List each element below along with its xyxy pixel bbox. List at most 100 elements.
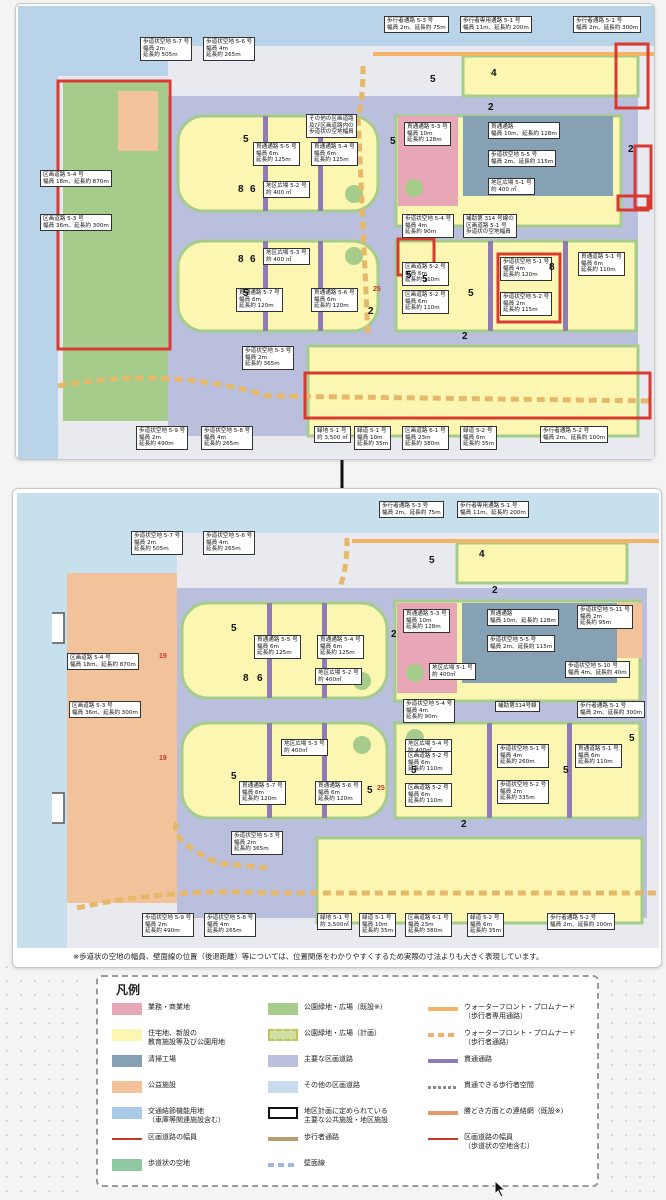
legend-swatch [268,1055,298,1067]
legend-label: 公益施設 [148,1081,176,1089]
map-label-b-walk-5-7: 歩道状空地 5-7 号 幅員 2m 延長約 505m [131,531,184,555]
legend-item: 区画道路の幅員 （歩道状の空地含む） [428,1133,534,1151]
legend-item: 貫通通路 [428,1055,492,1064]
map-label-road-5-3: 区画道路 5-3 号 幅員 36m、延長約 300m [40,214,112,232]
block-south [306,344,640,438]
legend-swatch [428,1086,458,1089]
highlight-box-east-2 [616,194,650,212]
plaza-circle-5-3 [353,736,371,754]
top-map-frame: 歩道状空地 5-7 号 幅員 2m 延長約 505m 歩道状空地 5-6 号 幅員… [15,3,655,460]
road-width-number: 5 [422,274,428,285]
legend-swatch [428,1033,458,1037]
map-label-b-walk-5-11: 歩道状空地 5-11 号 幅員 2m 延長約 95m [577,605,633,629]
map-label-b-ped-only-5-1: 歩行者専用通路 5-1 号 幅員 11m、延長約 200m [457,501,529,519]
road-width-number: 5 [629,733,635,744]
legend-swatch [112,1003,142,1015]
map-label-walk-5-3: 歩道状空地 5-3 号 幅員 2m 延長約 365m [242,346,295,370]
walkway-5 [488,241,493,331]
map-label-walk-5-2: 歩道状空地 5-2 号 幅員 2m 延長約 115m [500,292,553,316]
legend: 凡例 業務・商業地公園緑地・広場（既設※）ウォーターフロント・プロムナード （歩… [96,975,599,1187]
map-label-b-through-5-5: 貫通通路 5-5 号 幅員 6m 延長約 125m [254,635,301,659]
road-width-number: 5 [231,771,237,782]
road-width-number: 8 [238,254,244,265]
legend-label: 歩行者通路 [304,1133,339,1141]
legend-label: 区画道路の幅員 [148,1133,197,1141]
map-label-ped-5-1: 歩行者通路 5-1 号 幅員 2m、延長約 300m [573,16,642,34]
map-label-walk-5-9: 歩道状空地 5-9 号 幅員 2m 延長約 490m [136,426,189,450]
map-label-through-5-3: 貫通通路 5-3 号 幅員 10m 延長約 128m [404,122,451,146]
map-label-walk-5-4: 歩道状空地 5-4 号 幅員 4m 延長約 90m [402,214,455,238]
road-width-number: 2 [488,102,494,113]
legend-label: 貫通できる歩行者空間 [464,1081,534,1089]
legend-label: 歩道状の空地 [148,1159,190,1167]
legend-item: 公益施設 [112,1081,176,1093]
legend-swatch [428,1059,458,1063]
legend-label: 公園緑地・広場（既設※） [304,1003,387,1011]
block-south [315,836,644,925]
map-label-plaza-5-3: 地区広場 5-3 号 約 400 ㎡ [263,248,310,266]
map-label-through-5-4: 貫通通路 5-4 号 幅員 6m 延長約 125m [311,142,358,166]
map-label-walk-5-7: 歩道状空地 5-7 号 幅員 2m 延長約 505m [140,37,193,61]
legend-item: 交通結節機能用地 （車庫等関連施設含む） [112,1107,225,1125]
road-width-number: 4 [491,68,497,79]
map-label-b-walk-5-8: 歩道状空地 5-8 号 幅員 4m 延長約 265m [204,913,257,937]
legend-item: 歩道状の空地 [112,1159,190,1171]
map-label-b-walk-5-9: 歩道状空地 5-9 号 幅員 2m 延長約 490m [142,913,195,937]
pier-shapes [52,612,65,824]
legend-label: 住宅地、新設の 教育施設等及び公園用地 [148,1029,225,1046]
legend-item: 勝どき方面との連絡網（既設※） [428,1107,568,1116]
map-label-b-ped-5-3: 歩行者通路 5-3 号 幅員 2m、延長約 75m [379,501,444,519]
map-label-green-road-5-2: 緑道 5-2 号 幅員 6m 延長約 35m [460,426,498,450]
map-label-road-5-4: 区画道路 5-4 号 幅員 18m、延長約 870m [40,170,112,188]
utility-plot-left [118,91,158,151]
map-label-through-5-7: 貫通通路 5-7 号 幅員 6m 延長約 120m [236,288,283,312]
footnote: ※歩道状の空地の幅員、壁面線の位置（後退距離）等については、位置関係をわかりやす… [73,952,544,961]
map-label-b-ped-5-1: 歩行者通路 5-1 号 幅員 2m、延長約 300m [577,701,646,719]
road-width-number: 2 [368,306,374,317]
legend-label: ウォーターフロント・プロムナード （歩行者通路） [464,1029,576,1046]
map-label-b-walk-5-10: 歩道状空地 5-10 号 幅員 4m、延長約 40m [565,661,630,679]
road-width-number: 5 [367,785,373,796]
bottom-map: 歩道状空地 5-7 号 幅員 2m 延長約 505m 歩道状空地 5-6 号 幅員… [17,493,659,948]
legend-item: 貫通できる歩行者空間 [428,1081,534,1090]
legend-label: 地区計画に定められている 主要な公共施設・地区施設 [304,1107,388,1124]
road-width-number: 5 [468,288,474,299]
legend-label: 交通結節機能用地 （車庫等関連施設含む） [148,1107,225,1124]
map-label-b-through-5-3: 貫通通路 5-3 号 幅員 10m 延長約 128m [403,609,450,633]
road-width-number: 2 [391,629,397,640]
road-width-number: 8 [243,673,249,684]
legend-swatch [268,1137,298,1141]
map-label-b-green-road-5-1: 緑道 5-1 号 幅員 10m 延長約 35m [359,913,397,937]
road-width-number: 5 [243,288,249,299]
map-label-walk-5-8: 歩道状空地 5-8 号 幅員 4m 延長約 265m [201,426,254,450]
legend-item: 清掃工場 [112,1055,176,1067]
road-width-number: 19 [159,653,167,660]
road-width-number: 5 [390,136,396,147]
legend-item: 地区計画に定められている 主要な公共施設・地区施設 [268,1107,388,1125]
legend-title: 凡例 [116,983,141,997]
walkway-6 [563,241,568,331]
legend-swatch [268,1163,298,1167]
map-label-b-plaza-5-2: 地区広場 5-2 号 約 400㎡ [315,668,362,686]
map-label-b-walk-5-6: 歩道状空地 5-6 号 幅員 4m 延長約 265m [203,531,256,555]
map-label-b-through-5-4: 貫通通路 5-4 号 幅員 6m 延長約 125m [317,635,364,659]
map-label-through-5-5: 貫通通路 5-5 号 幅員 6m 延長約 125m [253,142,300,166]
walkway-4 [322,723,327,818]
map-label-b-through-5-1: 貫通道路 5-1 号 幅員 6m 延長約 110m [575,744,622,768]
map-label-b-road-5-4: 区画道路 5-4 号 幅員 18m、延長約 870m [67,653,139,671]
legend-label: その他の区画道路 [304,1081,360,1089]
map-label-road-5-2b: 区画道路 5-2 号 幅員 6m 延長約 110m [402,290,449,314]
map-label-walk-5-5: 歩道状空地 5-5 号 幅員 2m、延長約 115m [488,150,557,168]
legend-swatch [428,1007,458,1011]
walkway-3 [267,723,272,818]
road-width-number: 5 [231,623,237,634]
legend-swatch [428,1138,458,1140]
road-width-number: 6 [257,673,263,684]
background-dot-grid-right [605,960,666,1200]
map-label-note-top: その他の区画道路 及び区画道路内の 歩道状の空地幅員 [306,114,357,138]
walkway-6 [567,723,572,818]
map-label-b-through-5-6: 貫通通路 5-6 号 幅員 6m 延長約 120m [315,781,362,805]
map-label-b-through-road: 貫通通路 幅員 10m、延長約 128m [487,609,559,627]
legend-swatch [268,1107,298,1119]
map-label-walk-5-6: 歩道状空地 5-6 号 幅員 4m 延長約 265m [203,37,256,61]
